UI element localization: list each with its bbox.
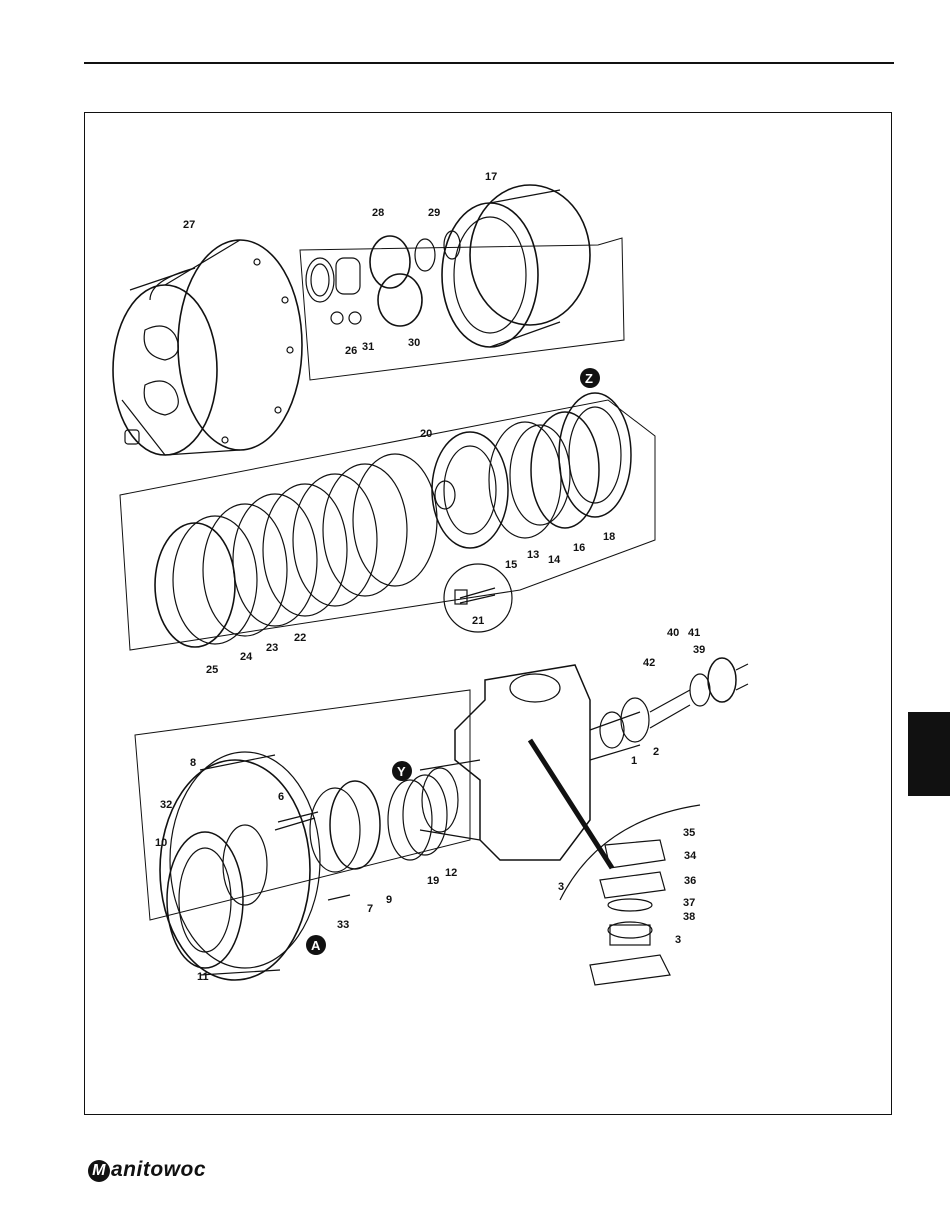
axle-housing-3	[420, 665, 640, 860]
callout-21: 21	[472, 615, 484, 627]
callout-14: 14	[548, 554, 561, 566]
callout-30: 30	[408, 337, 420, 349]
callout-36: 36	[684, 875, 696, 887]
callout-18: 18	[603, 531, 615, 543]
callout-20: 20	[420, 428, 432, 440]
callout-10: 10	[155, 837, 167, 849]
callout-11: 11	[197, 971, 209, 983]
callout-25: 25	[206, 664, 218, 676]
clutch-discs-22-25	[155, 454, 437, 647]
callout-8: 8	[190, 757, 196, 769]
callout-23: 23	[266, 642, 278, 654]
callout-22: 22	[294, 632, 306, 644]
marker-y-letter: Y	[397, 764, 406, 779]
seals-12-19	[388, 775, 447, 860]
callout-15: 15	[505, 559, 517, 571]
callout-3-detail: 3	[675, 934, 681, 946]
callout-38: 38	[683, 911, 695, 923]
marker-y: Y	[392, 761, 412, 781]
marker-a: A	[306, 935, 326, 955]
callout-27: 27	[183, 219, 195, 231]
housing-27	[113, 240, 302, 455]
lower-group-plane	[135, 690, 470, 920]
clutch-parts-13-20	[432, 393, 631, 548]
callout-28: 28	[372, 207, 384, 219]
callout-32: 32	[160, 799, 172, 811]
callout-42: 42	[643, 657, 655, 669]
callout-17: 17	[485, 171, 497, 183]
bearing-detail-34-38	[530, 740, 700, 985]
callout-19: 19	[427, 875, 439, 887]
callout-35: 35	[683, 827, 695, 839]
logo-wordmark: anitowoc	[111, 1158, 206, 1181]
ring-gear-17	[442, 185, 590, 347]
marker-a-letter: A	[311, 938, 321, 953]
callout-3: 3	[558, 881, 564, 893]
callout-9: 9	[386, 894, 392, 906]
callout-2: 2	[653, 746, 659, 758]
callout-31: 31	[362, 341, 374, 353]
marker-z: Z	[580, 368, 600, 388]
callout-26: 26	[345, 345, 357, 357]
logo-initial: M	[88, 1160, 110, 1182]
callout-34: 34	[684, 850, 697, 862]
callout-24: 24	[240, 651, 253, 663]
callout-16: 16	[573, 542, 585, 554]
callout-33: 33	[337, 919, 349, 931]
marker-z-letter: Z	[585, 371, 593, 386]
callout-1: 1	[631, 755, 637, 767]
upper-group-plane	[300, 238, 624, 380]
pinion-shaft-1-2-39-42	[600, 658, 748, 748]
callout-12: 12	[445, 867, 457, 879]
callout-37: 37	[683, 897, 695, 909]
callout-6: 6	[278, 791, 284, 803]
callout-13: 13	[527, 549, 539, 561]
callout-29: 29	[428, 207, 440, 219]
callout-39: 39	[693, 644, 705, 656]
callout-40: 40	[667, 627, 679, 639]
wheel-hub-6-11-32-33	[160, 700, 380, 980]
callout-7: 7	[367, 903, 373, 915]
callout-41: 41	[688, 627, 700, 639]
